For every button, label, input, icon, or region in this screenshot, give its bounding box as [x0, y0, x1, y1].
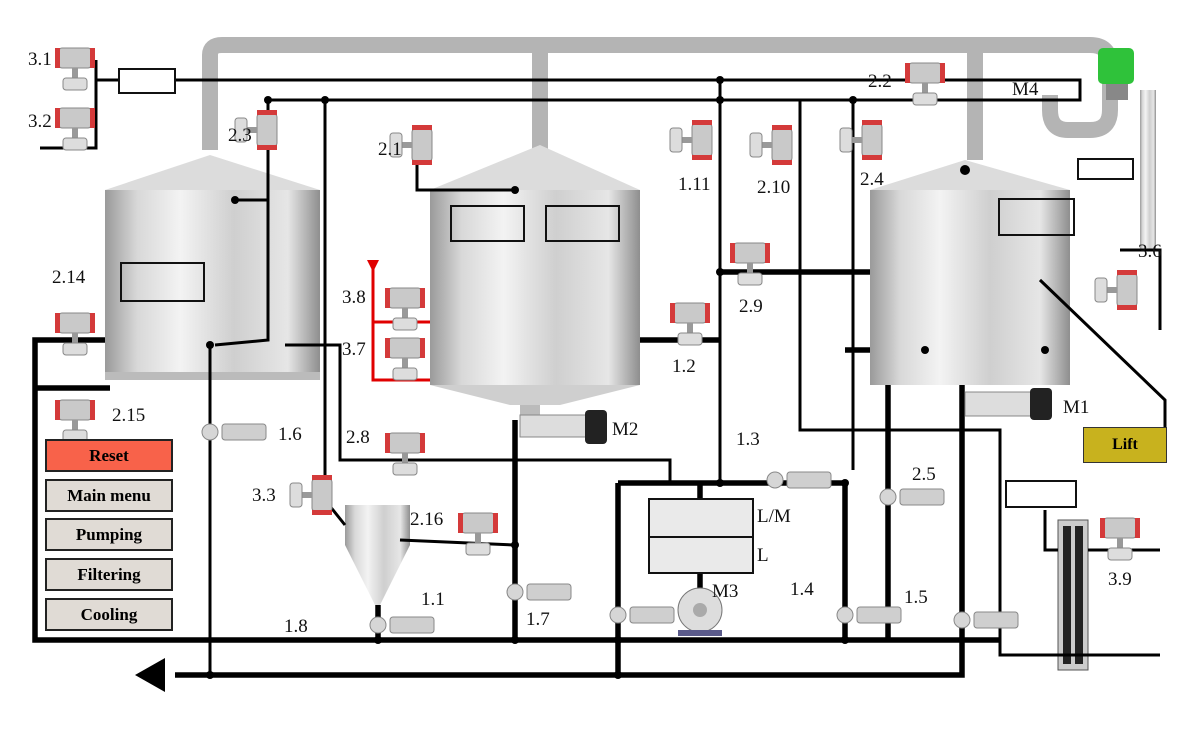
valve-label: 2.3	[228, 125, 252, 146]
level-label: L	[757, 545, 769, 566]
valve-label: 1.3	[736, 429, 760, 450]
butterfly-valve-icon[interactable]	[506, 583, 572, 601]
level-label: L/M	[757, 506, 791, 527]
motor-m4-icon	[1098, 48, 1134, 100]
valve-label: 1.8	[284, 616, 308, 637]
valve-label: 2.9	[739, 296, 763, 317]
motor-label: M3	[712, 581, 739, 602]
pneumatic-valve-icon[interactable]	[385, 337, 425, 381]
valve-label: 2.10	[757, 177, 791, 198]
pneumatic-valve-icon[interactable]	[670, 302, 710, 346]
tank-kettle	[430, 145, 640, 425]
valve-label: 3.2	[28, 111, 52, 132]
valve-label: 1.5	[904, 587, 928, 608]
valve-label: 1.4	[790, 579, 814, 600]
motor-m2-icon	[519, 410, 607, 444]
pneumatic-valve-icon[interactable]	[1094, 270, 1138, 310]
motor-m1-icon	[964, 388, 1052, 420]
valve-label: 2.15	[112, 405, 146, 426]
lift-button[interactable]: Lift	[1083, 427, 1167, 463]
cooling-button[interactable]: Cooling	[45, 598, 173, 631]
pneumatic-valve-icon[interactable]	[905, 62, 945, 106]
condenser	[1140, 90, 1156, 250]
butterfly-valve-icon[interactable]	[836, 606, 902, 624]
plate-heat-exchanger	[1057, 519, 1089, 671]
valve-label: 3.6	[1138, 241, 1162, 262]
pneumatic-valve-icon[interactable]	[55, 312, 95, 356]
valves	[55, 47, 1140, 634]
level-high-indicator	[648, 498, 754, 538]
kettle-display-2	[545, 205, 620, 242]
butterfly-valve-icon[interactable]	[879, 488, 945, 506]
pneumatic-valve-icon[interactable]	[55, 399, 95, 443]
valve-label: 3.9	[1108, 569, 1132, 590]
filtering-button[interactable]: Filtering	[45, 558, 173, 591]
pneumatic-valve-icon[interactable]	[385, 432, 425, 476]
valve-label: 2.5	[912, 464, 936, 485]
valve-label: 1.11	[678, 174, 711, 195]
vapor-duct	[202, 37, 1118, 160]
pneumatic-valve-icon[interactable]	[669, 120, 713, 160]
valve-label: 2.8	[346, 427, 370, 448]
hot-water-inlet-icon	[367, 260, 379, 272]
tank-whirlpool	[870, 160, 1070, 385]
display-box	[118, 68, 176, 94]
butterfly-valve-icon[interactable]	[201, 423, 267, 441]
mash-tank-display	[120, 262, 205, 302]
valve-label: 2.2	[868, 71, 892, 92]
pneumatic-valve-icon[interactable]	[289, 475, 333, 515]
butterfly-valve-icon[interactable]	[609, 606, 675, 624]
pneumatic-valve-icon[interactable]	[385, 287, 425, 331]
valve-label: 1.1	[421, 589, 445, 610]
pneumatic-valve-icon[interactable]	[234, 110, 278, 150]
condenser-display	[1077, 158, 1134, 180]
valve-label: 2.16	[410, 509, 444, 530]
pneumatic-valve-icon[interactable]	[389, 125, 433, 165]
motor-m3-icon	[677, 587, 723, 636]
butterfly-valve-icon[interactable]	[369, 616, 435, 634]
whirlpool-display	[998, 198, 1075, 236]
hop-doser	[345, 505, 410, 605]
valve-label: 3.3	[252, 485, 276, 506]
valve-label: 3.1	[28, 49, 52, 70]
pneumatic-valve-icon[interactable]	[749, 125, 793, 165]
valve-label: 1.2	[672, 356, 696, 377]
motor-label: M4	[1012, 79, 1039, 100]
valve-label: 2.1	[378, 139, 402, 160]
pneumatic-valve-icon[interactable]	[1100, 517, 1140, 561]
valve-label: 1.6	[278, 424, 302, 445]
motor-label: M1	[1063, 397, 1090, 418]
pneumatic-valve-icon[interactable]	[730, 242, 770, 286]
tank-mash	[105, 155, 320, 380]
butterfly-valve-icon[interactable]	[766, 471, 832, 489]
valve-label: 2.4	[860, 169, 884, 190]
main-menu-button[interactable]: Main menu	[45, 479, 173, 512]
pneumatic-valve-icon[interactable]	[55, 107, 95, 151]
pneumatic-valve-icon[interactable]	[55, 47, 95, 91]
kettle-display-1	[450, 205, 525, 242]
pumping-button[interactable]: Pumping	[45, 518, 173, 551]
level-low-indicator	[648, 536, 754, 574]
valve-label: 3.7	[342, 339, 366, 360]
pneumatic-valve-icon[interactable]	[839, 120, 883, 160]
pipe-junctions	[206, 76, 1049, 679]
valve-label: 1.7	[526, 609, 550, 630]
valve-label: 2.14	[52, 267, 86, 288]
drain-arrow-icon	[135, 658, 165, 692]
reset-button[interactable]: Reset	[45, 439, 173, 472]
pneumatic-valve-icon[interactable]	[458, 512, 498, 556]
butterfly-valve-icon[interactable]	[953, 611, 1019, 629]
cooler-display	[1005, 480, 1077, 508]
motor-label: M2	[612, 419, 639, 440]
valve-label: 3.8	[342, 287, 366, 308]
